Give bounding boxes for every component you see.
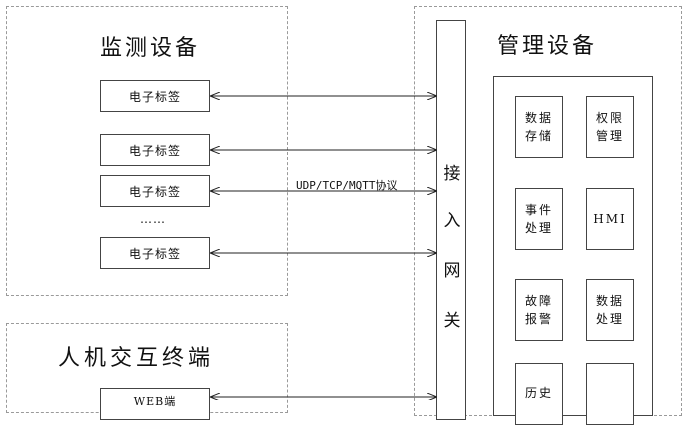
module-event-processing: 事件 处理 [515,188,563,250]
access-gateway: 接 入 网 关 [436,20,466,420]
connection-arrows [0,0,685,400]
hmi-terminal-title: 人机交互终端 [58,346,215,371]
module-data-processing: 数据 处理 [586,279,634,341]
gateway-char-4: 关 [443,311,461,331]
module-permission-management: 权限 管理 [586,96,634,158]
module-hmi: HMI [586,188,634,250]
module-data-storage: 数据 存储 [515,96,563,158]
electronic-tag-4: 电子标签 [100,237,210,269]
gateway-char-2: 入 [443,211,461,231]
management-devices-title: 管理设备 [497,34,598,59]
module-fault-alarm: 故障 报警 [515,279,563,341]
monitoring-devices-title: 监测设备 [100,36,201,61]
electronic-tag-1: 电子标签 [100,80,210,112]
gateway-char-1: 接 [443,164,461,184]
gateway-char-3: 网 [443,261,461,281]
electronic-tag-3: 电子标签 [100,175,210,207]
more-tags-ellipsis: …… [140,212,166,226]
electronic-tag-2: 电子标签 [100,134,210,166]
